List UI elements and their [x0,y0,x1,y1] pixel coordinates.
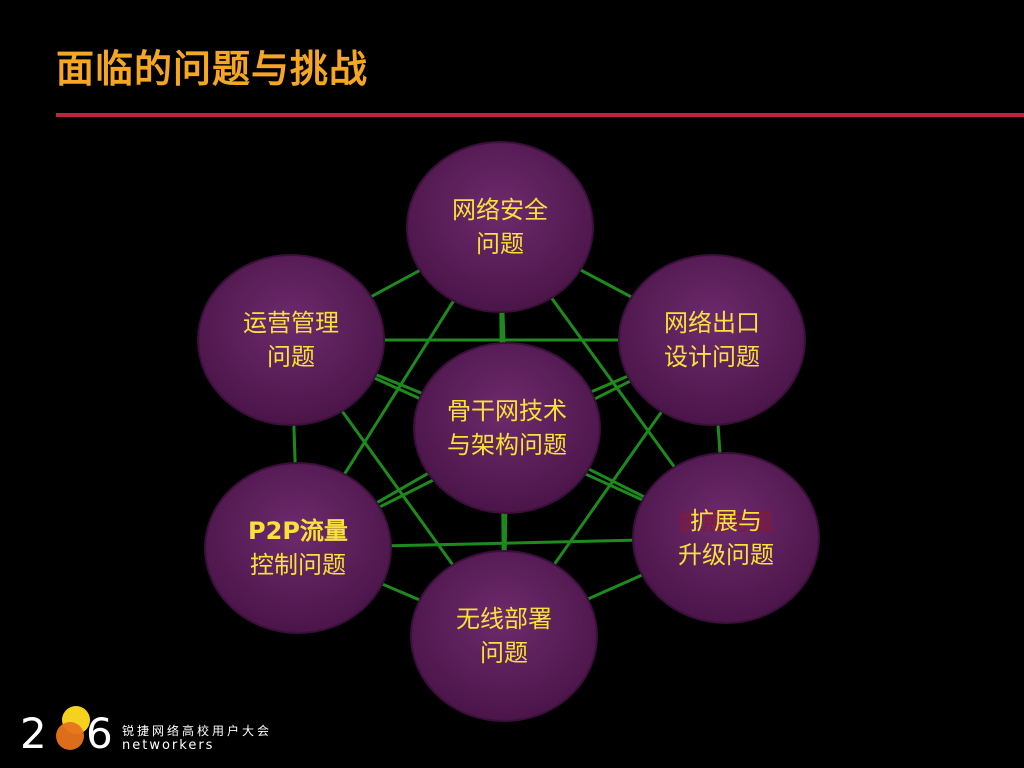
node-label-line: 扩展与 [690,507,762,535]
node-circle [204,462,392,634]
ghost-label: 扩展与级 [678,508,774,536]
node-label-line: 问题 [480,639,528,667]
node-label-line: 升级问题 [678,541,774,569]
node-label-line: 网络安全 [452,196,548,224]
node-label-line: 与架构问题 [447,431,567,459]
node-group: 网络安全问题运营管理问题网络出口设计问题P2P流量控制问题扩展与级扩展与升级问题… [197,141,820,722]
logo-digit-2: 2 [20,709,47,758]
node-circle [410,550,598,722]
title-divider [56,113,1024,117]
networkers-2006-logo: 2 6 [20,706,113,758]
node-label-line: P2P流量 [248,517,348,545]
node-label-line: 设计问题 [664,343,760,371]
node-circle [618,254,806,426]
node-label-line: 问题 [267,343,315,371]
node-circle [406,141,594,313]
node-circle [197,254,385,426]
node-label-line: 网络出口 [664,309,760,337]
logo-digit-6: 6 [86,709,113,758]
logo-orange-circle [56,722,84,750]
node-circle [632,452,820,624]
node-circle [413,342,601,514]
node-label-line: 骨干网技术 [447,397,567,425]
node-label-line: 问题 [476,230,524,258]
node-label-line: 运营管理 [243,309,339,337]
slide-title: 面临的问题与挑战 [56,47,369,91]
brand-chinese-name: 锐捷网络高校用户大会 [122,724,273,738]
brand-english-name: networkers [122,738,215,753]
node-label-line: 无线部署 [456,605,552,633]
node-label-line: 控制问题 [250,551,346,579]
